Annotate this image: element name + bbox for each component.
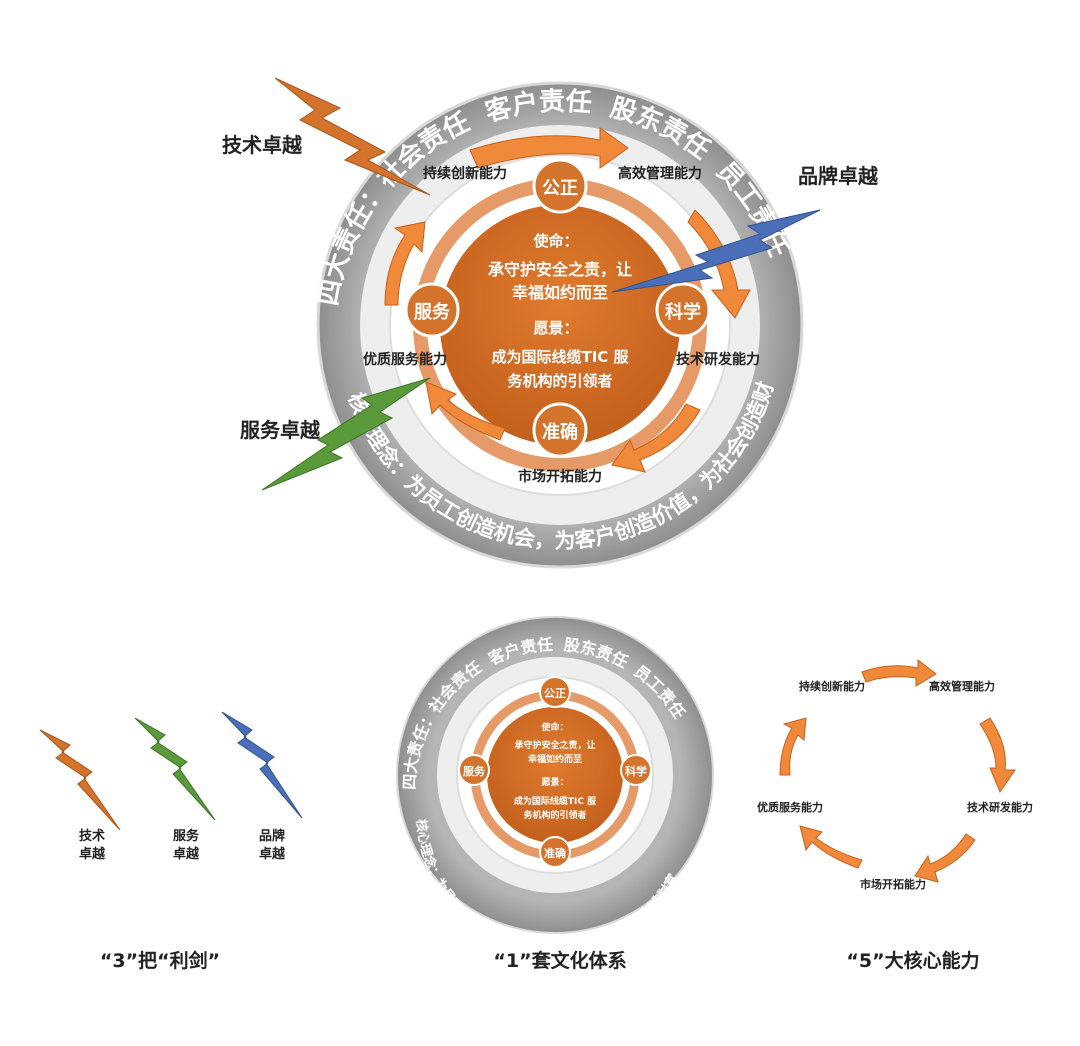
mission-line1-small: 承守护安全之责，让: [514, 739, 595, 751]
caption-culture: “1”套文化体系: [493, 949, 626, 972]
sword-small-label: 卓越: [79, 846, 106, 862]
value-label: 服务: [414, 301, 451, 323]
caption-swords: “3”把“利剑”: [100, 949, 220, 972]
mission-vision-core: [440, 205, 680, 445]
cycle-capability-label: 高效管理能力: [929, 679, 995, 693]
cycle-capability-label: 技术研发能力: [967, 800, 1033, 814]
sword-orange-large: [274, 77, 431, 196]
capability-label: 高效管理能力: [618, 165, 702, 182]
cycle-arrow: [779, 717, 807, 776]
vision-line1-small: 成为国际线缆TIC 服: [514, 795, 597, 807]
value-label: 公正: [542, 178, 578, 199]
vision-line2-small: 务机构的引领者: [523, 809, 586, 821]
sword-green-large: [261, 377, 431, 491]
cycle-arrow: [914, 833, 976, 883]
cycle-capability-label: 持续创新能力: [799, 679, 865, 693]
vision-line1: 成为国际线缆TIC 服: [491, 348, 629, 366]
capabilities-cycle: [779, 658, 1016, 883]
mission-line1: 承守护安全之责，让: [488, 260, 632, 279]
vision-label-small: 愿景：: [541, 777, 568, 788]
value-circle-bottom: 准确: [532, 402, 588, 458]
mission-line2-small: 幸福如约而至: [528, 753, 582, 765]
sword-small-label: 技术: [79, 828, 105, 844]
caption-capabilities: “5”大核心能力: [846, 949, 979, 972]
vision-label: 愿景：: [533, 319, 578, 337]
mission-label-small: 使命：: [540, 721, 568, 733]
cycle-arrow: [799, 825, 863, 869]
capability-label: 市场开拓能力: [518, 468, 602, 485]
sword-small-label: 卓越: [259, 846, 286, 862]
sword-label-tech: 技术卓越: [222, 133, 303, 157]
capability-label: 优质服务能力: [363, 351, 447, 368]
value-label: 服务: [463, 764, 486, 778]
cycle-arrow: [861, 658, 937, 687]
cycle-capability-label: 优质服务能力: [757, 800, 823, 814]
sword-small-label: 卓越: [173, 846, 200, 862]
value-circle-left: 服务: [404, 282, 460, 338]
value-label: 准确: [542, 421, 578, 443]
capability-label: 持续创新能力: [423, 165, 507, 182]
sword-small-label: 品牌: [259, 828, 285, 844]
value-label: 准确: [544, 846, 566, 860]
value-label: 科学: [665, 301, 701, 323]
sword-blue-large: [611, 209, 821, 293]
mission-label: 使命：: [532, 232, 578, 250]
sword-label-service: 服务卓越: [240, 418, 321, 442]
vision-line2: 务机构的引领者: [507, 372, 612, 390]
capability-label: 技术研发能力: [676, 351, 760, 368]
value-label: 公正: [544, 687, 566, 700]
cycle-capability-label: 市场开拓能力: [860, 877, 926, 891]
sword-small-green: [134, 717, 216, 821]
value-label: 科学: [625, 764, 647, 778]
sword-small-blue: [221, 711, 303, 819]
value-circle-right: 科学: [655, 282, 711, 338]
cycle-arrow: [979, 717, 1016, 794]
sword-small-orange: [39, 729, 121, 831]
sword-small-label: 服务: [173, 828, 200, 844]
sword-label-brand: 品牌卓越: [798, 164, 879, 188]
culture-wheel-small: 四大责任：社会责任客户责任股东责任员工责任 核心理念：为员工创造机会，为客户创造…: [396, 616, 714, 957]
mission-line2: 幸福如约而至: [512, 283, 608, 302]
value-circle-top: 公正: [532, 158, 588, 214]
swords-group-small: [39, 711, 303, 831]
